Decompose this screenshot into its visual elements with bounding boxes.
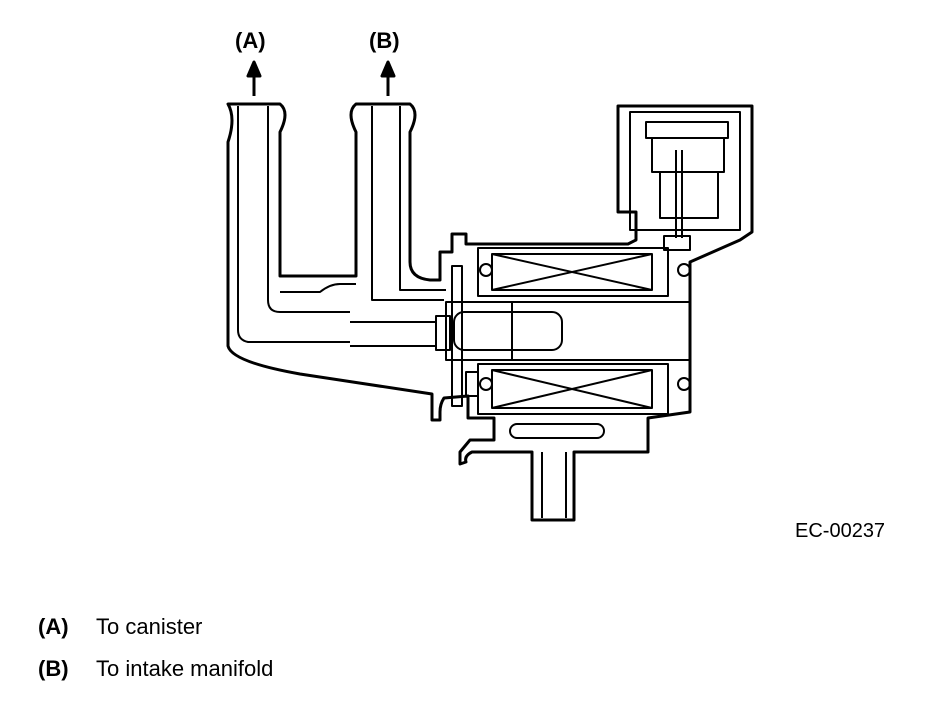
- figure-code: EC-00237: [795, 520, 886, 542]
- port-b-inner: [371, 106, 444, 301]
- bottom-nozzle: [509, 423, 605, 518]
- port-a-label: (A): [235, 28, 266, 53]
- legend-item-b: (B) To intake manifold: [38, 656, 273, 682]
- solenoid-coil-lower: [477, 363, 691, 415]
- legend-key: (A): [38, 614, 69, 639]
- port-b-label: (B): [369, 28, 400, 53]
- legend-text: To intake manifold: [96, 656, 274, 681]
- flange: [451, 265, 479, 407]
- arrow-b: [380, 60, 396, 96]
- arrow-a: [246, 60, 262, 96]
- solenoid-coil-upper: [477, 247, 691, 297]
- legend-item-a: (A) To canister: [38, 614, 202, 640]
- legend-key: (B): [38, 656, 69, 681]
- plunger: [350, 301, 691, 361]
- valve-body-outline: [226, 102, 754, 522]
- purge-valve-diagram: [226, 60, 754, 522]
- port-a-inner: [237, 106, 350, 343]
- legend-text: To canister: [96, 614, 203, 639]
- electrical-connector: [629, 111, 741, 251]
